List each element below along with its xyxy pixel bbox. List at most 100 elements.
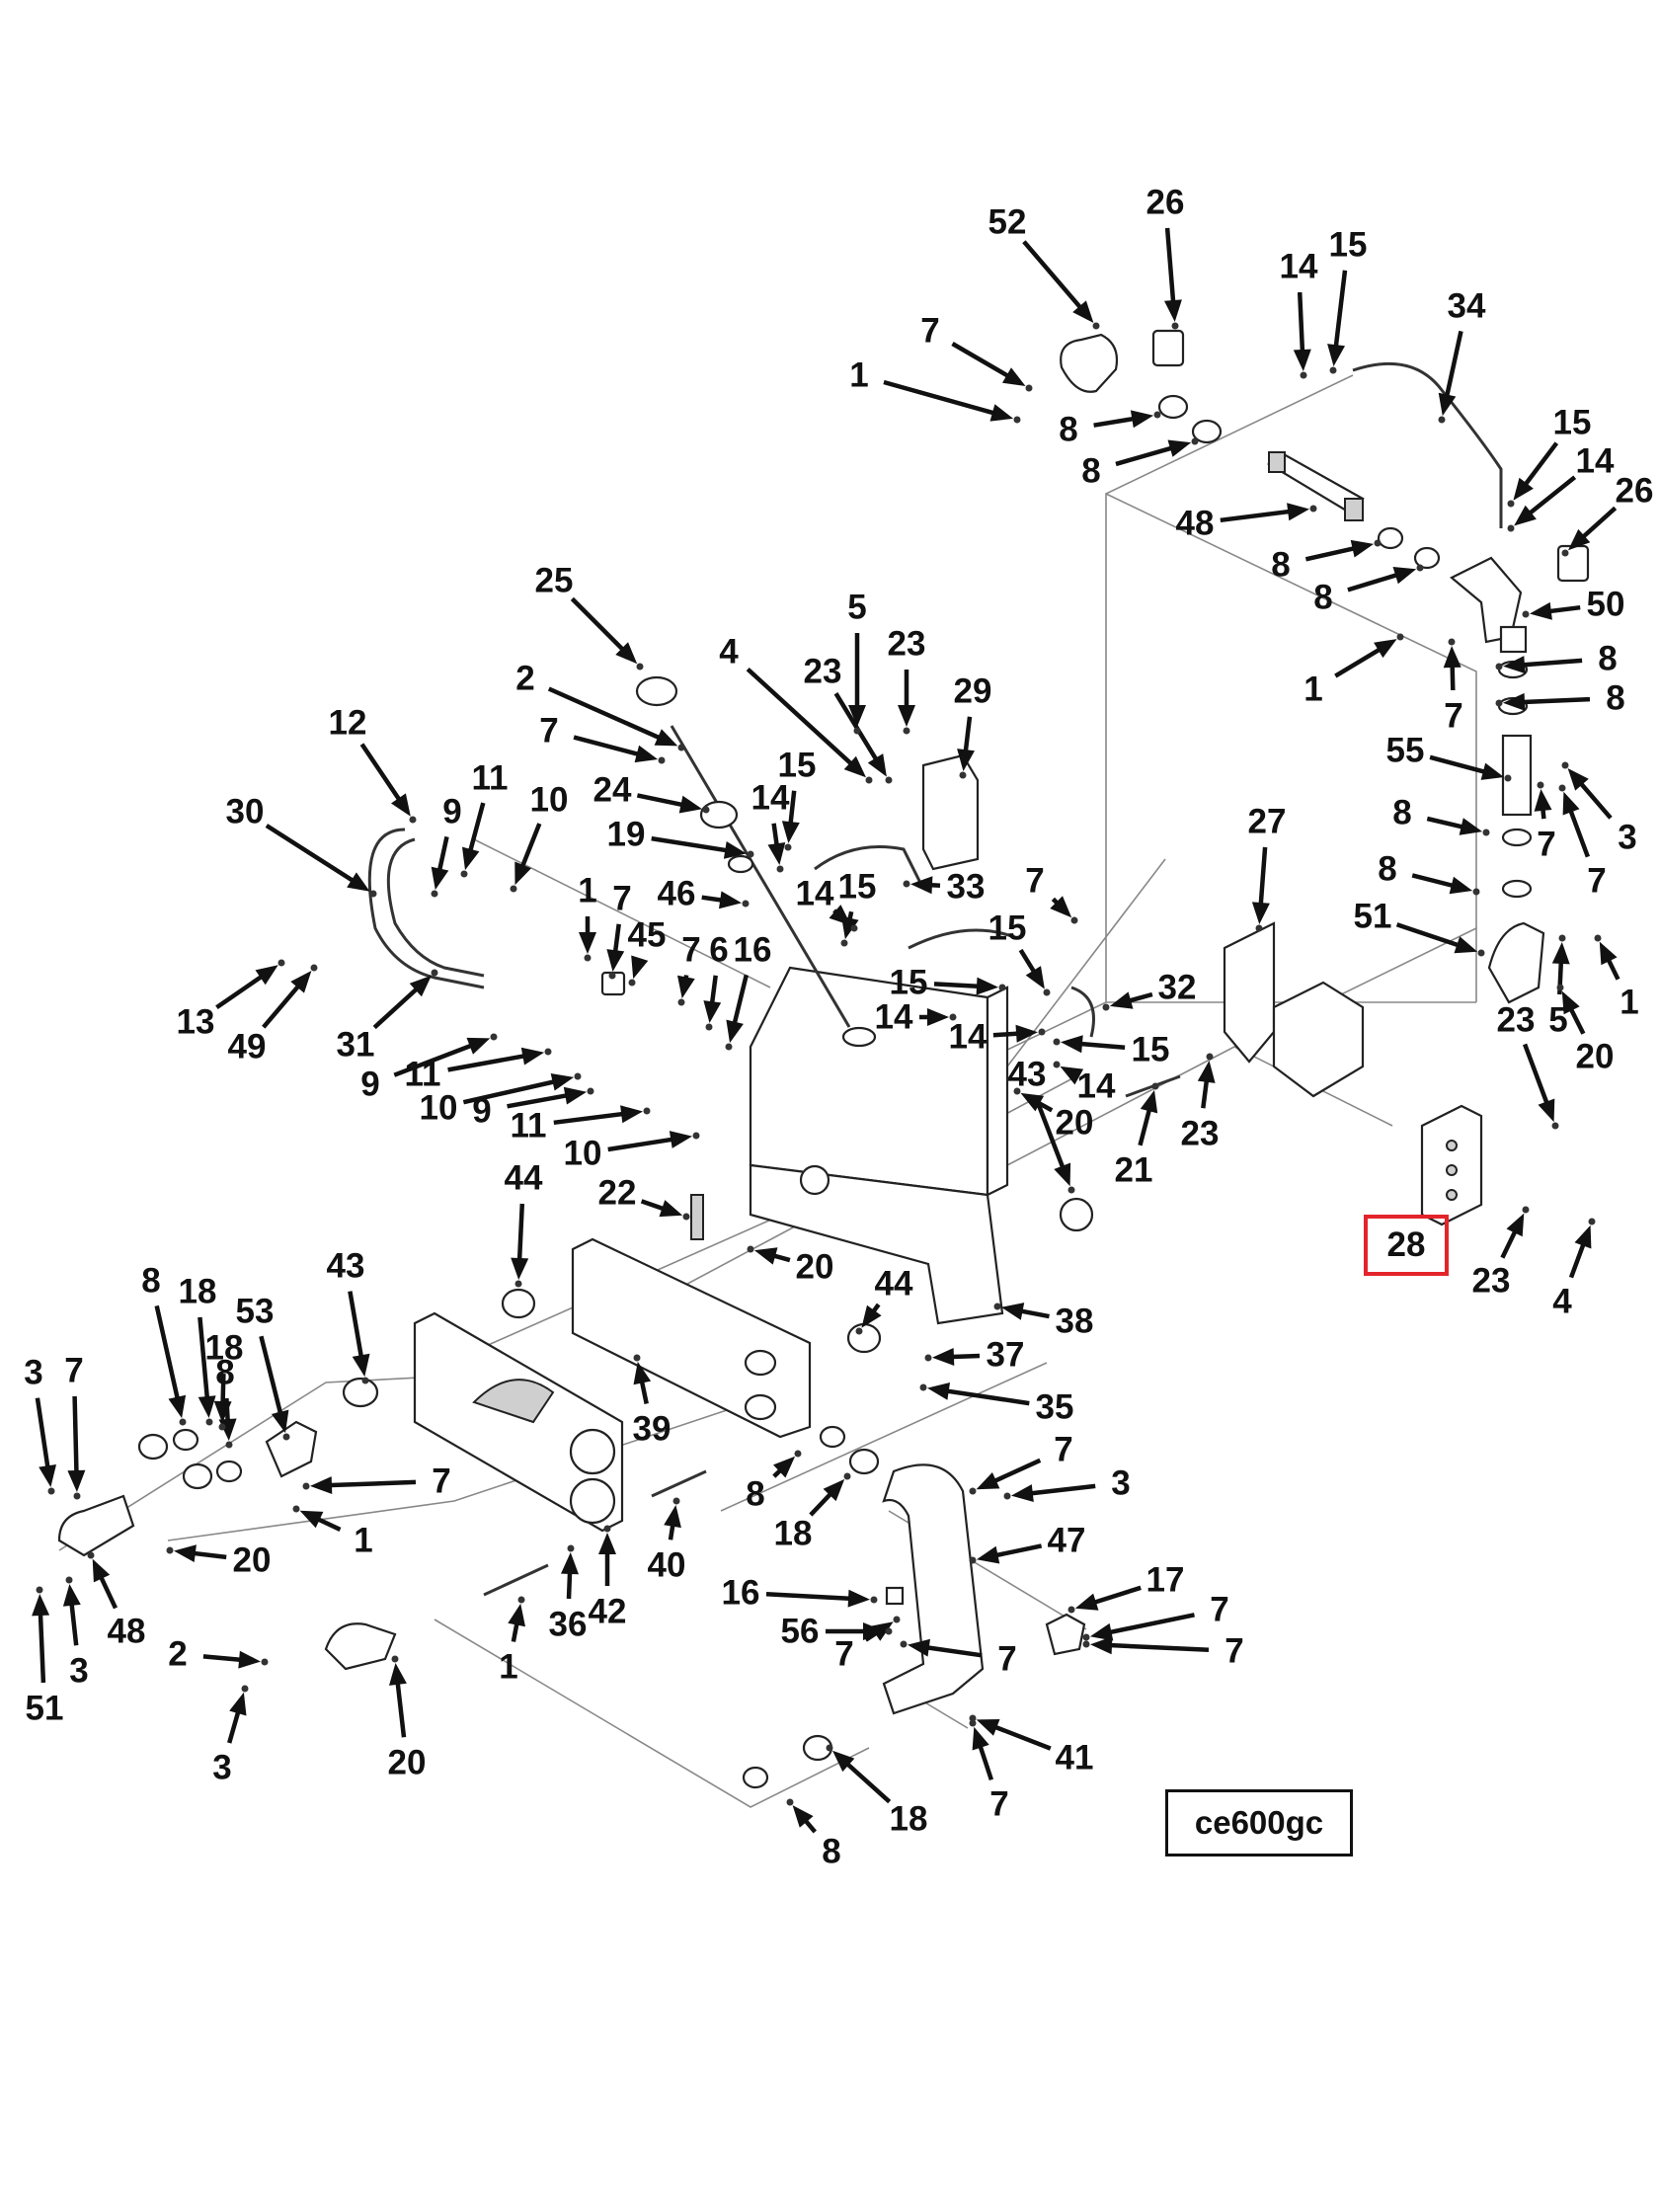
callout-label-2[interactable]: 2: [515, 660, 534, 698]
callout-label-9[interactable]: 9: [360, 1066, 379, 1104]
callout-label-42[interactable]: 42: [589, 1593, 627, 1631]
callout-label-13[interactable]: 13: [177, 1003, 215, 1042]
callout-label-7[interactable]: 7: [1587, 862, 1606, 901]
callout-label-15[interactable]: 15: [1553, 404, 1592, 442]
callout-label-7[interactable]: 7: [432, 1462, 450, 1501]
callout-label-8[interactable]: 8: [746, 1475, 764, 1514]
callout-label-1[interactable]: 1: [578, 872, 596, 910]
callout-label-52[interactable]: 52: [988, 203, 1027, 242]
callout-label-7[interactable]: 7: [1054, 1431, 1072, 1469]
callout-label-10[interactable]: 10: [420, 1089, 458, 1128]
callout-label-3[interactable]: 3: [1618, 819, 1636, 857]
callout-label-7[interactable]: 7: [1224, 1632, 1243, 1671]
callout-label-44[interactable]: 44: [505, 1159, 543, 1198]
callout-label-7[interactable]: 7: [920, 312, 939, 351]
callout-label-46[interactable]: 46: [658, 875, 696, 913]
callout-label-40[interactable]: 40: [648, 1546, 686, 1585]
callout-label-19[interactable]: 19: [607, 816, 646, 854]
callout-label-14[interactable]: 14: [1576, 442, 1615, 481]
callout-label-14[interactable]: 14: [796, 875, 834, 913]
callout-label-33[interactable]: 33: [947, 868, 986, 907]
callout-label-1[interactable]: 1: [1304, 671, 1322, 709]
callout-label-8[interactable]: 8: [1271, 546, 1290, 585]
callout-label-41[interactable]: 41: [1056, 1739, 1094, 1778]
callout-label-53[interactable]: 53: [236, 1293, 275, 1331]
callout-label-8[interactable]: 8: [822, 1833, 840, 1871]
callout-label-8[interactable]: 8: [1606, 679, 1624, 718]
callout-label-14[interactable]: 14: [875, 998, 913, 1037]
callout-label-47[interactable]: 47: [1048, 1522, 1086, 1560]
callout-label-30[interactable]: 30: [226, 793, 265, 831]
callout-label-26[interactable]: 26: [1146, 184, 1185, 222]
callout-label-38[interactable]: 38: [1056, 1303, 1094, 1341]
callout-label-15[interactable]: 15: [1329, 226, 1368, 265]
callout-label-11[interactable]: 11: [472, 759, 509, 798]
callout-label-15[interactable]: 15: [838, 868, 877, 907]
callout-label-23[interactable]: 23: [1181, 1115, 1220, 1153]
callout-label-7[interactable]: 7: [989, 1785, 1008, 1824]
callout-label-14[interactable]: 14: [1280, 248, 1318, 286]
callout-label-8[interactable]: 8: [1392, 794, 1411, 832]
callout-label-4[interactable]: 4: [719, 633, 739, 672]
callout-label-7[interactable]: 7: [1025, 862, 1044, 901]
callout-label-8[interactable]: 8: [1081, 452, 1100, 491]
callout-label-5[interactable]: 5: [1548, 1001, 1567, 1040]
callout-label-50[interactable]: 50: [1587, 586, 1625, 624]
callout-label-3[interactable]: 3: [69, 1652, 88, 1691]
callout-label-26[interactable]: 26: [1616, 472, 1654, 511]
callout-label-7[interactable]: 7: [64, 1352, 83, 1390]
callout-label-23[interactable]: 23: [1497, 1001, 1536, 1040]
callout-label-8[interactable]: 8: [141, 1262, 160, 1301]
callout-label-36[interactable]: 36: [549, 1606, 588, 1644]
callout-label-1[interactable]: 1: [849, 356, 868, 395]
callout-label-1[interactable]: 1: [1620, 984, 1638, 1022]
callout-label-51[interactable]: 51: [1354, 898, 1392, 936]
callout-label-22[interactable]: 22: [598, 1174, 637, 1213]
callout-label-11[interactable]: 11: [405, 1056, 441, 1094]
callout-label-17[interactable]: 17: [1146, 1561, 1185, 1600]
callout-label-6[interactable]: 6: [709, 931, 728, 970]
callout-label-1[interactable]: 1: [354, 1522, 372, 1560]
callout-label-12[interactable]: 12: [329, 704, 367, 743]
callout-label-7[interactable]: 7: [1444, 697, 1462, 736]
callout-label-32[interactable]: 32: [1158, 969, 1197, 1007]
callout-label-15[interactable]: 15: [778, 747, 817, 785]
callout-label-21[interactable]: 21: [1115, 1151, 1153, 1190]
callout-label-39[interactable]: 39: [633, 1410, 672, 1449]
callout-label-14[interactable]: 14: [751, 779, 790, 818]
callout-label-20[interactable]: 20: [1056, 1104, 1094, 1143]
callout-label-3[interactable]: 3: [212, 1749, 231, 1787]
callout-label-29[interactable]: 29: [954, 672, 992, 711]
callout-label-24[interactable]: 24: [593, 771, 632, 810]
callout-label-7[interactable]: 7: [997, 1640, 1016, 1679]
callout-label-55[interactable]: 55: [1386, 732, 1425, 770]
callout-label-18[interactable]: 18: [774, 1515, 813, 1553]
callout-label-7[interactable]: 7: [612, 880, 631, 918]
callout-label-51[interactable]: 51: [26, 1690, 64, 1728]
callout-label-14[interactable]: 14: [1077, 1067, 1116, 1106]
callout-label-8[interactable]: 8: [1378, 850, 1396, 889]
highlighted-callout-28[interactable]: 28: [1364, 1215, 1449, 1276]
callout-label-48[interactable]: 48: [108, 1613, 146, 1651]
callout-label-43[interactable]: 43: [327, 1247, 365, 1286]
callout-label-15[interactable]: 15: [890, 964, 928, 1002]
callout-label-20[interactable]: 20: [1576, 1038, 1615, 1076]
callout-label-7[interactable]: 7: [1537, 826, 1555, 864]
callout-label-15[interactable]: 15: [1132, 1031, 1170, 1069]
callout-label-10[interactable]: 10: [530, 781, 569, 820]
callout-label-3[interactable]: 3: [24, 1354, 42, 1392]
callout-label-3[interactable]: 3: [1111, 1464, 1130, 1503]
callout-label-14[interactable]: 14: [949, 1018, 988, 1057]
callout-label-10[interactable]: 10: [564, 1135, 602, 1173]
callout-label-23[interactable]: 23: [888, 625, 926, 664]
callout-label-8[interactable]: 8: [215, 1354, 234, 1392]
callout-label-7[interactable]: 7: [1210, 1591, 1228, 1629]
callout-label-27[interactable]: 27: [1248, 803, 1287, 841]
callout-label-8[interactable]: 8: [1313, 579, 1332, 617]
callout-label-43[interactable]: 43: [1008, 1056, 1047, 1094]
callout-label-20[interactable]: 20: [388, 1744, 427, 1782]
callout-label-16[interactable]: 16: [734, 931, 772, 970]
callout-label-44[interactable]: 44: [875, 1265, 913, 1304]
callout-label-23[interactable]: 23: [1472, 1262, 1511, 1301]
callout-label-37[interactable]: 37: [987, 1336, 1025, 1375]
